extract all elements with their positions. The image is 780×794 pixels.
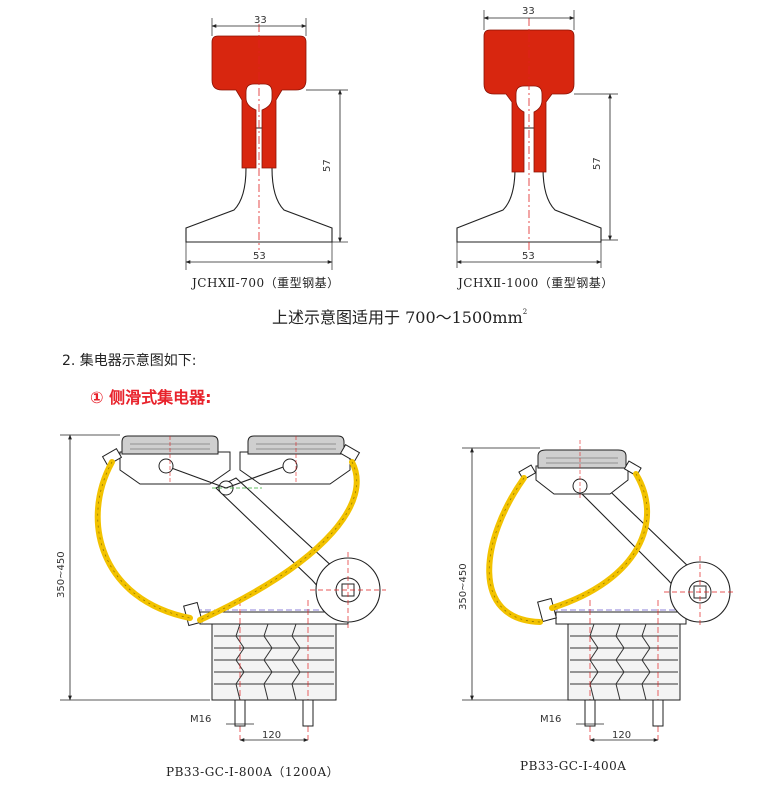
section-subheading: ① 侧滑式集电器:	[90, 388, 212, 407]
rail2-width-base-label: 53	[522, 251, 535, 262]
rail-profile-1	[185, 18, 348, 270]
conductor-head	[483, 29, 575, 173]
rail1-width-top-label: 33	[254, 15, 267, 26]
collector2-bolt-label: M16	[540, 714, 561, 725]
collector1-bolt-label: M16	[190, 714, 211, 725]
section-heading: 2. 集电器示意图如下:	[62, 353, 197, 369]
collector2-spacing-label: 120	[612, 730, 631, 741]
applicability-note: 上述示意图适用于 700～1500mm2	[272, 304, 527, 328]
rail2-width-top-label: 33	[522, 6, 535, 17]
collector1-height-label: 350~450	[56, 551, 67, 598]
collector-assembly-2	[462, 440, 736, 742]
collector1-caption: PB33-GC-Ⅰ-800A（1200A）	[166, 765, 339, 779]
rail2-caption: JCHXⅡ-1000（重型钢基）	[456, 276, 614, 290]
collector2-height-label: 350~450	[458, 563, 469, 610]
rail2-height-label: 57	[592, 157, 603, 170]
collector2-caption: PB33-GC-Ⅰ-400A	[520, 759, 626, 773]
rail1-height-label: 57	[322, 159, 333, 172]
rail1-width-base-label: 53	[253, 251, 266, 262]
collector1-spacing-label: 120	[262, 730, 281, 741]
applicability-superscript: 2	[522, 308, 528, 316]
rail1-caption: JCHXⅡ-700（重型钢基）	[190, 276, 340, 290]
applicability-text: 上述示意图适用于 700～1500mm	[272, 308, 523, 327]
rail-profile-2	[456, 10, 618, 268]
conductor-head	[211, 35, 307, 169]
collector-assembly-1	[60, 434, 386, 742]
